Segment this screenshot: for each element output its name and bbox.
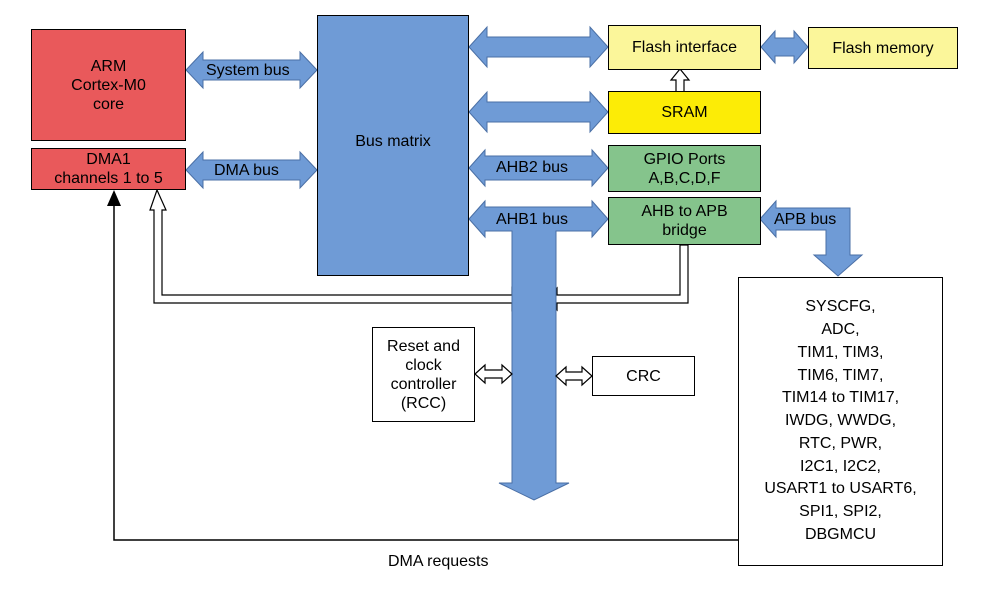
flash-memory-label: Flash memory [832,39,934,57]
ahb2-bus-label: AHB2 bus [496,159,569,176]
apb-peripherals-block: SYSCFG, ADC, TIM1, TIM3, TIM6, TIM7, TIM… [738,277,943,566]
periph-line: TIM1, TIM3, [797,343,884,361]
crc-label: CRC [626,367,661,385]
rcc-line-1: Reset and [387,337,460,355]
periph-line: SPI1, SPI2, [799,503,882,521]
flash-interface-label: Flash interface [632,39,737,56]
rcc-line-4: (RCC) [400,394,447,412]
sram-block: SRAM [608,91,761,134]
rcc-block: Reset and clock controller (RCC) [372,327,475,422]
system-bus-label: System bus [206,62,290,79]
bus-matrix-label: Bus matrix [355,133,431,150]
bridge-ahb-hollow-arrow [546,244,689,312]
flash-memory-arrow [760,29,809,65]
dma-requests-label: DMA requests [388,553,489,570]
dma-bus-label: DMA bus [214,162,279,179]
periph-line: IWDG, WWDG, [784,412,897,430]
periph-line: USART1 to USART6, [764,480,917,498]
dma-line-1: DMA1 [86,151,131,168]
dma-line-2: channels 1 to 5 [54,170,163,187]
gpio-line-2: A,B,C,D,F [648,169,721,187]
bridge-line-1: AHB to APB [641,203,728,220]
crc-ahb-arrow [555,365,593,387]
periph-line: TIM14 to TIM17, [781,389,900,407]
rcc-ahb-arrow [474,363,513,385]
periph-line: DBGMCU [804,526,877,544]
periph-line: SYSCFG, [805,298,876,316]
periph-line: I2C1, I2C2, [800,457,881,475]
bus-matrix-block: Bus matrix [317,15,469,276]
bridge-line-2: bridge [662,222,707,239]
rcc-line-2: clock [405,356,442,374]
crc-block: CRC [592,356,695,396]
dma-requests-line [107,190,738,541]
dma1-block: DMA1 channels 1 to 5 [31,148,186,190]
matrix-flash-arrow [468,25,609,69]
sram-label: SRAM [661,104,708,121]
apb-bus-label: APB bus [774,211,837,228]
gpio-ports-block: GPIO Ports A,B,C,D,F [608,145,761,192]
cpu-core-block: ARM Cortex-M0 core [31,29,186,141]
flash-hollow-arrow [669,67,691,93]
periph-line: TIM6, TIM7, [797,366,884,384]
cpu-line-1: ARM [90,57,127,75]
matrix-sram-arrow [468,90,609,134]
periph-line: RTC, PWR, [798,434,883,452]
cpu-line-3: core [92,95,125,113]
flash-interface-block: Flash interface [608,25,761,70]
rcc-line-3: controller [390,375,457,393]
ahb-apb-bridge-block: AHB to APB bridge [608,197,761,245]
periph-line: ADC, [821,320,860,338]
gpio-line-1: GPIO Ports [643,150,726,168]
cpu-line-2: Cortex-M0 [71,76,146,94]
ahb1-bus-label: AHB1 bus [496,211,569,228]
flash-memory-block: Flash memory [808,27,958,69]
ahb1-bus-arrow [468,199,609,501]
apb-bus-arrow [759,199,864,277]
